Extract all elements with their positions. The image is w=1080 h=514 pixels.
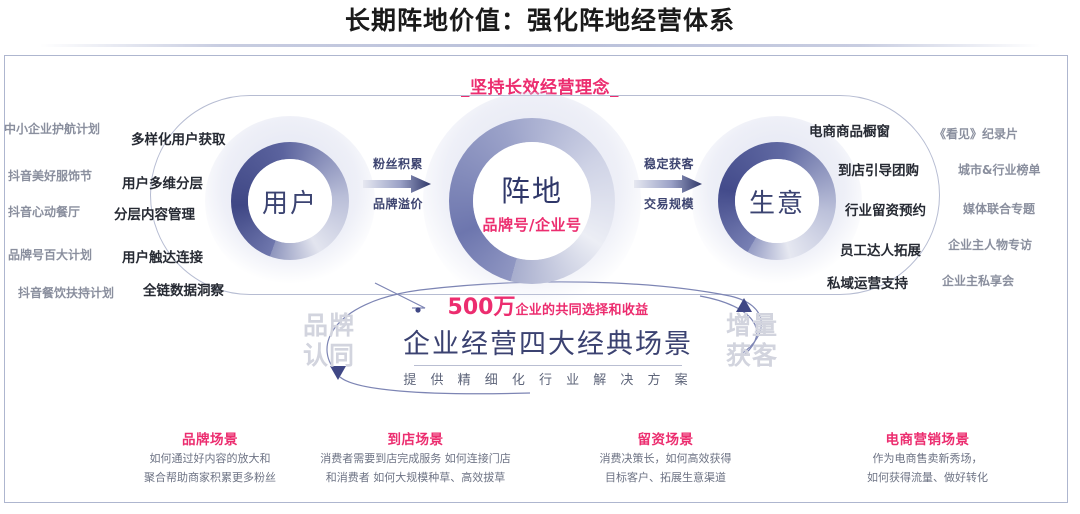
- center-tagline: 提 供 精 细 化 行 业 解 决 方 案: [403, 373, 693, 388]
- ring-user: 用户: [205, 116, 375, 286]
- inner-right-item-2: 行业留资预约: [845, 203, 926, 219]
- scene-block-ecommerce: 电商营销场景 作为电商售卖新秀场， 如何获得流量、做好转化: [795, 428, 1060, 486]
- outer-right-item-0: 《看见》纪录片: [934, 127, 1019, 141]
- scene-brand-heading: 品牌场景: [182, 432, 238, 448]
- side-label-incremental-customers: 增量获客: [725, 311, 778, 370]
- center-highlight-rest: 企业的共同选择和收益: [515, 303, 649, 318]
- inner-right-item-4: 私域运营支持: [827, 276, 908, 292]
- scene-leadgen-heading: 留资场景: [637, 432, 694, 448]
- ring-business-hole: [735, 159, 819, 243]
- connector-right-top-label: 稳定获客: [643, 157, 694, 171]
- outer-right-item-3: 企业主人物专访: [948, 238, 1033, 252]
- inner-left-item-2: 分层内容管理: [114, 207, 195, 223]
- center-divider: [414, 365, 682, 366]
- center-highlight-line: 500万企业的共同选择和收益: [383, 289, 713, 321]
- scene-brand-line2: 聚合帮助商家积累更多粉丝: [144, 471, 276, 484]
- connector-left-arrow-icon: [363, 175, 431, 193]
- connector-left: 粉丝积累 品牌溢价: [352, 156, 444, 212]
- outer-right-item-1: 城市&行业榜单: [958, 163, 1041, 177]
- connector-left-bottom-label: 品牌溢价: [372, 197, 423, 211]
- outer-left-item-0: 中小企业护航计划: [4, 122, 101, 136]
- center-highlight-block: 500万企业的共同选择和收益 企业经营四大经典场景 提 供 精 细 化 行 业 …: [383, 289, 713, 388]
- scene-leadgen-line1: 消费决策长，如何高效获得: [599, 452, 732, 465]
- connector-right-bottom-label: 交易规模: [643, 197, 694, 211]
- center-headline: 企业经营四大经典场景: [403, 329, 693, 360]
- outer-left-item-2: 抖音心动餐厅: [8, 205, 81, 219]
- ring-core-sublabel: 品牌号/企业号: [482, 215, 582, 234]
- inner-left-item-1: 用户多维分层: [122, 176, 203, 192]
- outer-left-item-3: 品牌号百大计划: [8, 248, 93, 262]
- scene-instore-heading: 到店场景: [387, 432, 444, 448]
- scene-brand-line1: 如何通过好内容的放大和: [149, 452, 271, 465]
- scene-block-leadgen: 留资场景 消费决策长，如何高效获得 目标客户、拓展生意渠道: [538, 428, 793, 486]
- connector-right: 稳定获客 交易规模: [623, 156, 715, 212]
- scene-leadgen-line2: 目标客户、拓展生意渠道: [605, 471, 726, 484]
- ring-business-label: 生意: [748, 188, 805, 219]
- ring-core-hole: [473, 142, 591, 260]
- ring-core: 阵地 品牌号/企业号: [423, 92, 641, 310]
- inner-left-item-0: 多样化用户获取: [131, 132, 226, 148]
- connector-right-arrow-icon: [634, 175, 702, 193]
- inner-right-item-3: 员工达人拓展: [840, 243, 921, 259]
- scene-block-brand: 品牌场景 如何通过好内容的放大和 聚合帮助商家积累更多粉丝: [80, 428, 340, 486]
- scene-block-instore: 到店场景 消费者需要到店完成服务 如何连接门店 和消费者 如何大规模种草、高效拔…: [278, 428, 553, 486]
- outer-left-item-4: 抖音餐饮扶持计划: [18, 286, 115, 300]
- center-highlight-number: 500万: [447, 295, 516, 320]
- inner-left-item-4: 全链数据洞察: [143, 283, 224, 299]
- inner-left-item-3: 用户触达连接: [122, 250, 203, 266]
- scene-ecommerce-line2: 如何获得流量、做好转化: [867, 471, 988, 484]
- scene-instore-line2: 和消费者 如何大规模种草、高效拔草: [325, 471, 506, 484]
- page-title: 长期阵地价值：强化阵地经营体系: [344, 6, 735, 35]
- inner-right-item-0: 电商商品橱窗: [809, 124, 890, 140]
- outer-right-item-4: 企业主私享会: [942, 274, 1015, 288]
- scene-instore-line1: 消费者需要到店完成服务 如何连接门店: [320, 452, 511, 465]
- inner-right-item-1: 到店引导团购: [838, 163, 919, 179]
- ring-business: 生意: [692, 116, 862, 286]
- scene-ecommerce-line1: 作为电商售卖新秀场，: [872, 452, 983, 465]
- ring-core-label: 阵地: [500, 173, 563, 208]
- title-divider: [40, 44, 1040, 47]
- connector-left-top-label: 粉丝积累: [372, 157, 423, 171]
- scene-ecommerce-heading: 电商营销场景: [885, 432, 970, 448]
- ring-user-label: 用户: [261, 188, 318, 219]
- side-label-brand-identity: 品牌认同: [302, 311, 355, 370]
- ring-user-hole: [248, 159, 332, 243]
- outer-left-item-1: 抖音美好服饰节: [8, 169, 93, 183]
- subtitle: _坚持长效经营理念_: [461, 78, 619, 98]
- outer-right-item-2: 媒体联合专题: [963, 202, 1036, 216]
